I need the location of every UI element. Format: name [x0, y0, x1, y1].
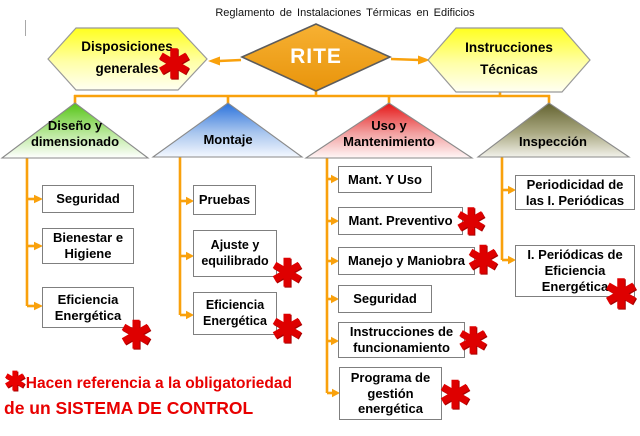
item-mant-y-uso: Mant. Y Uso: [338, 166, 432, 193]
control-note: ✱Hacen referencia a la obligatoriedad de…: [4, 366, 334, 419]
item-bienestar-e-higiene: Bienestar e Higiene: [42, 228, 134, 264]
item-seguridad-1: Seguridad: [42, 185, 134, 213]
note-asterisk-icon: ✱: [4, 366, 26, 396]
diagram-title: Reglamento de Instalaciones Térmicas en …: [215, 7, 475, 19]
triangle-inspeccion: [476, 102, 631, 158]
hexagon-disposiciones-generales: [47, 27, 208, 91]
branch-label-uso: Uso y Mantenimiento: [343, 118, 435, 149]
connector-lines: [25, 57, 551, 395]
item-seguridad-2: Seguridad: [338, 285, 432, 313]
arrowhead-icons: [34, 55, 516, 398]
note-text-2: de un SISTEMA DE CONTROL: [4, 398, 254, 418]
item-mant-preventivo: Mant. Preventivo: [338, 207, 463, 235]
triangle-montaje: [151, 102, 304, 158]
item-periodicidad-periodicas: Periodicidad de las I. Periódicas: [515, 175, 635, 210]
branch-label-diseno: Diseño y dimensionado: [30, 118, 120, 149]
item-programa-gestion-energetica: Programa de gestión energética: [339, 367, 442, 420]
triangle-uso-y-mantenimiento: [304, 102, 474, 159]
item-ajuste-y-equilibrado: Ajuste y equilibrado: [193, 230, 277, 277]
hexagon-instrucciones-tecnicas: [427, 27, 591, 93]
disposiciones-generales-label: Disposiciones generales: [81, 39, 173, 76]
item-periodicas-eficiencia: I. Periódicas de Eficiencia Energética: [515, 245, 635, 297]
rite-node-label: RITE: [290, 45, 342, 68]
rite-diamond: [240, 23, 392, 92]
item-eficiencia-energetica-1: Eficiencia Energética: [42, 287, 134, 328]
item-instrucciones-de-funcionamiento: Instrucciones de funcionamiento: [338, 322, 465, 358]
branch-label-inspeccion: Inspección: [519, 134, 587, 149]
note-text-1: Hacen referencia a la obligatoriedad: [25, 375, 292, 392]
instrucciones-tecnicas-label: Instrucciones Técnicas: [465, 40, 553, 77]
control-note-line1: ✱Hacen referencia a la obligatoriedad: [4, 366, 334, 397]
item-eficiencia-energetica-2: Eficiencia Energética: [193, 292, 277, 335]
item-pruebas: Pruebas: [193, 185, 256, 215]
triangle-diseno-y-dimensionado: [0, 102, 150, 159]
branch-label-montaje: Montaje: [203, 132, 253, 147]
item-manejo-y-maniobra: Manejo y Maniobra: [338, 247, 475, 275]
